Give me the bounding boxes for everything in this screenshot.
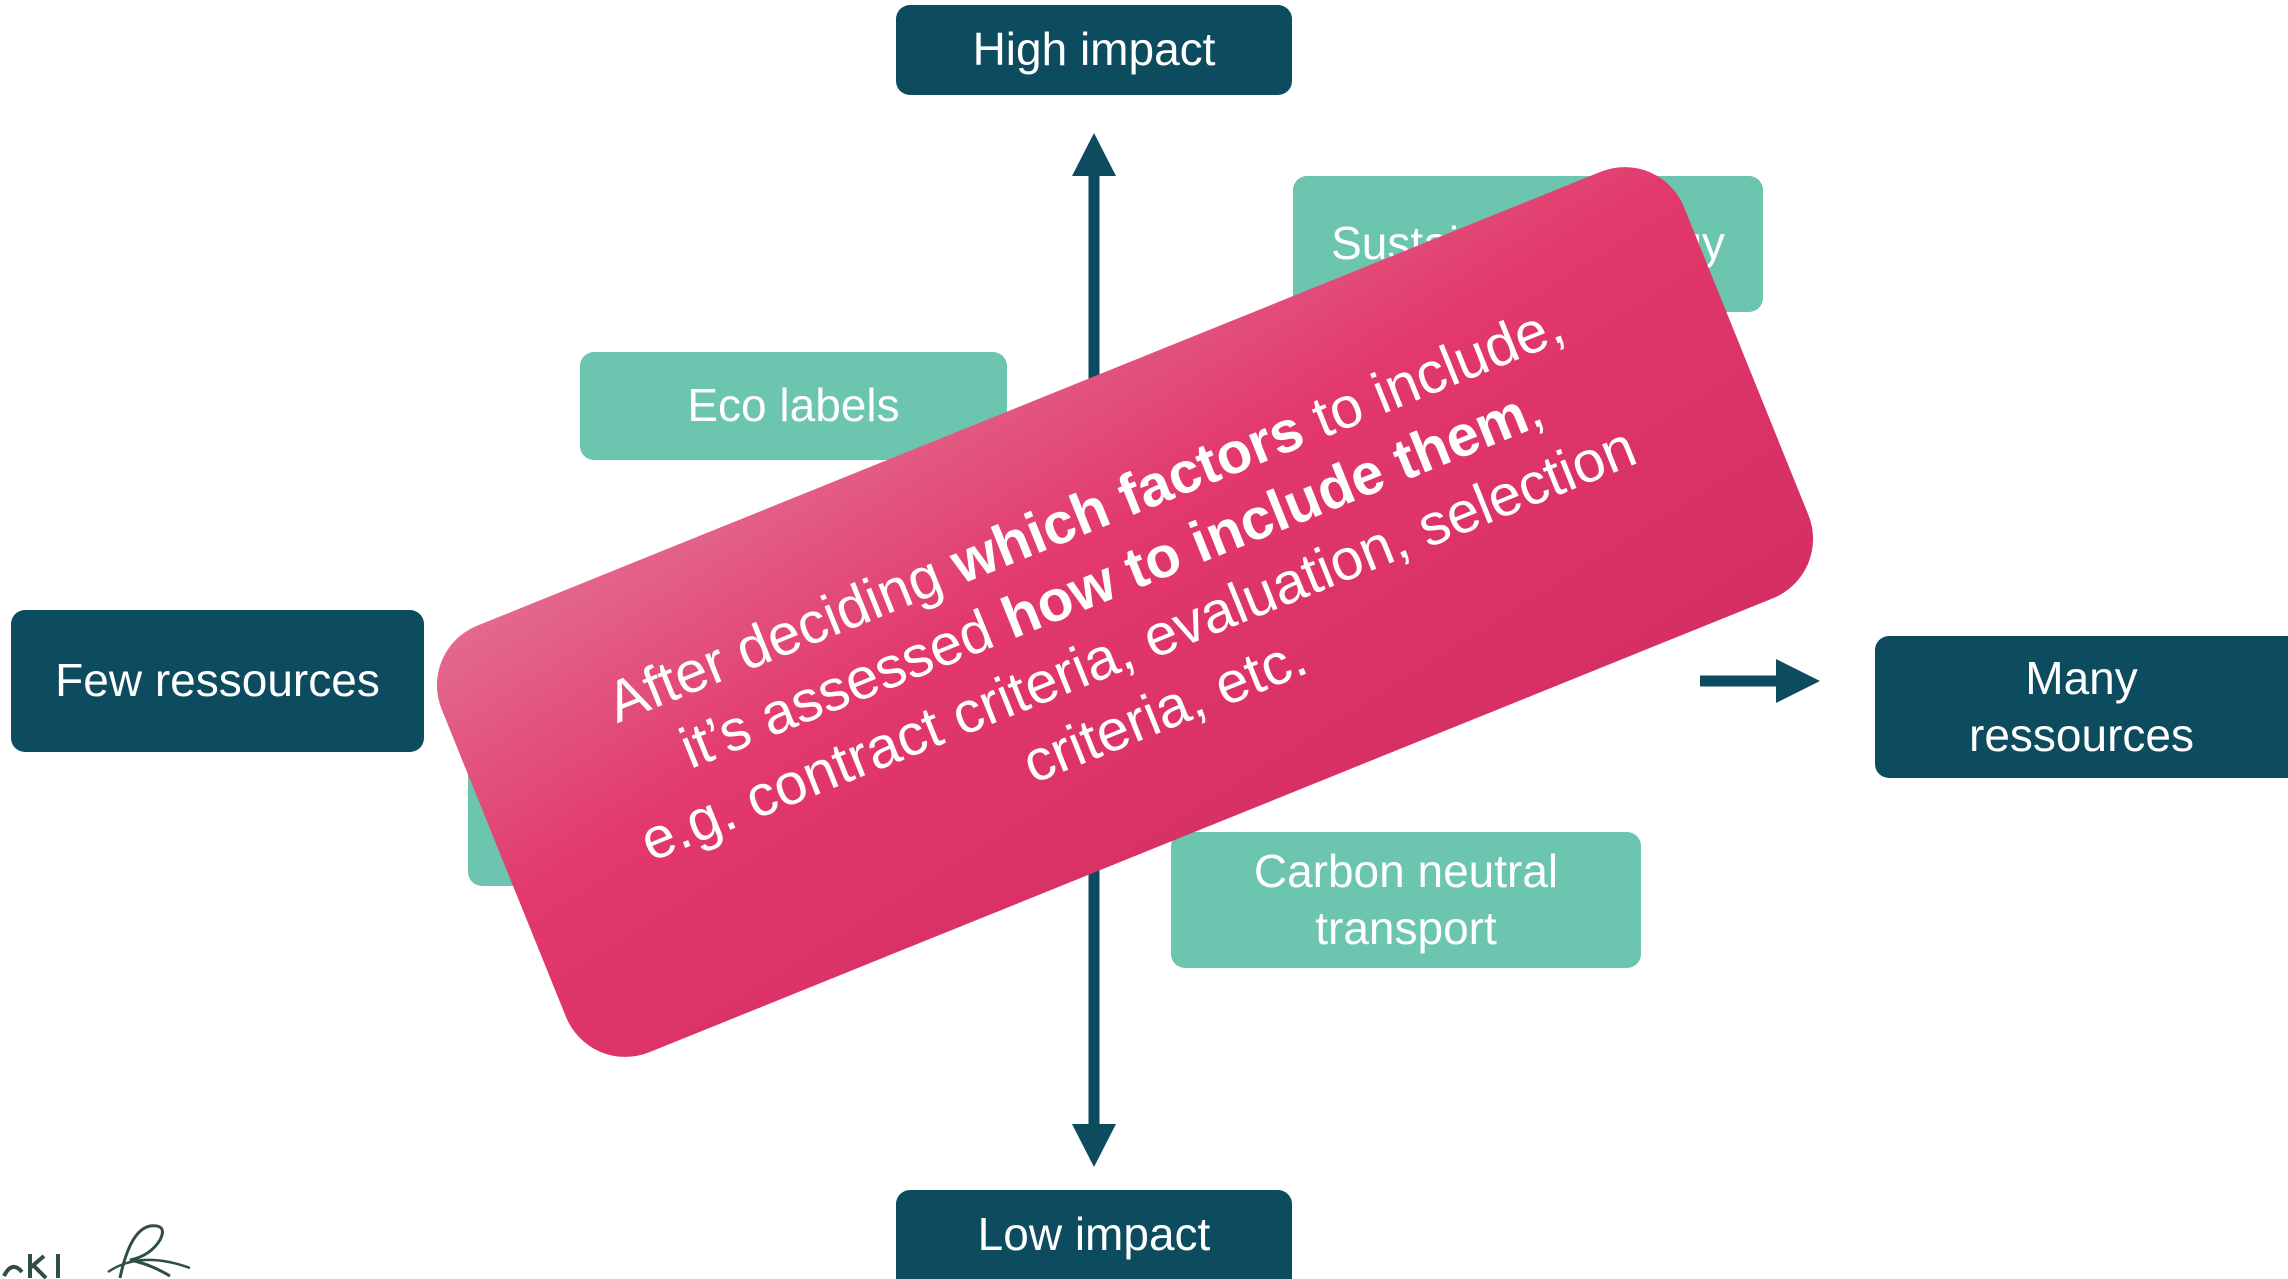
many-ressources-text-line1: Many [2025,651,2138,704]
few-ressources-text: Few ressources [55,654,380,707]
few-ressources-label: Few ressources [11,610,424,752]
carbon-neutral-text-line1: Carbon neutral [1253,844,1559,897]
low-impact-label: Low impact [896,1190,1292,1279]
high-impact-label: High impact [896,5,1292,95]
carbon-neutral-transport-box: Carbon neutral transport [1171,832,1641,968]
logo-icon [2,1224,191,1279]
high-impact-text: High impact [972,23,1216,76]
eco-labels-text: Eco labels [687,379,900,432]
arrow-right-icon [1776,659,1820,703]
low-impact-text: Low impact [977,1207,1211,1260]
arrow-down-icon [1072,1124,1116,1167]
many-ressources-label: Many ressources [1875,636,2288,778]
carbon-neutral-text-line2: transport [1315,902,1497,954]
many-ressources-text-line2: ressources [1969,709,2194,761]
arrow-up-icon [1072,133,1116,176]
